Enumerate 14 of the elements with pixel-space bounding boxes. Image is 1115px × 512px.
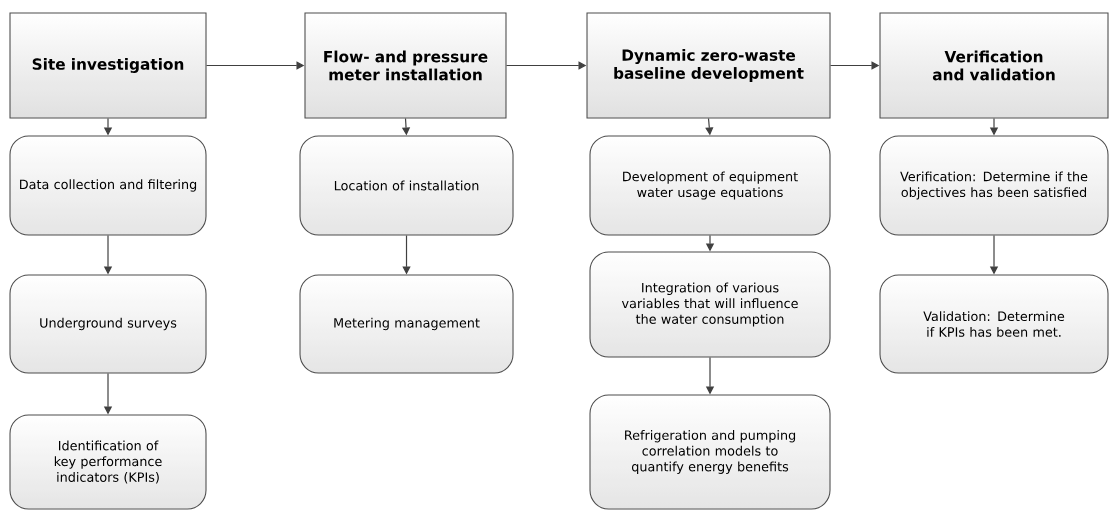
stage-box: Flow- and pressure meter installation: [304, 12, 507, 119]
step-box: Verification: Determine if the objectives has been satisfied: [879, 135, 1109, 236]
stage-box: Dynamic zero-waste baseline development: [586, 12, 831, 119]
step-box: Refrigeration and pumping correlation models to quantify energy benefits: [589, 394, 831, 510]
stage-box: Verification and validation: [879, 12, 1109, 119]
step-box: Validation: Determine if KPIs has been met.: [879, 274, 1109, 374]
step-box: Data collection and filtering: [9, 135, 207, 236]
step-box: Location of installation: [299, 135, 514, 236]
step-box: Development of equipment water usage equations: [589, 135, 831, 236]
step-box: Integration of various variables that will influence the water consumption: [589, 251, 831, 358]
step-box: Identification of key performance indicators (KPIs): [9, 414, 207, 510]
step-box: Underground surveys: [9, 274, 207, 374]
step-box: Metering management: [299, 274, 514, 374]
stage-box: Site investigation: [9, 12, 207, 119]
